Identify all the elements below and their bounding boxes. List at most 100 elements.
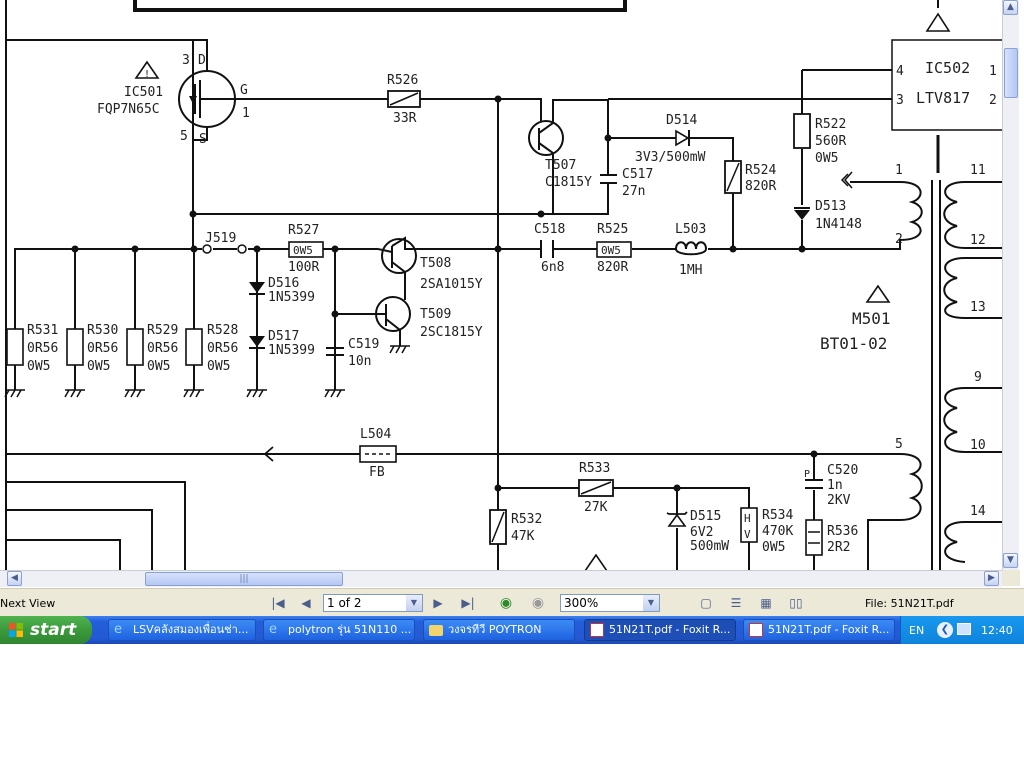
pin-label: G [240,83,248,98]
component-label: IC502 [925,59,970,77]
pin-label: 2 [989,93,997,108]
component-value: FQP7N65C [97,102,160,117]
component-label: R522 [815,117,846,132]
component-label: R527 [288,223,319,238]
component-label: R529 [147,323,178,338]
horizontal-scrollbar[interactable]: ◀ ||| ▶ [0,570,1002,587]
component-value: 470K [762,524,793,539]
component-body: P [804,469,810,480]
internet-explorer-icon: e [114,622,122,637]
component-label: T509 [420,307,451,322]
component-label: D514 [666,113,697,128]
document-viewport[interactable]: 3 D G 1 5 S ! IC501 FQP7N65C R526 33R T5… [0,0,1002,571]
previous-page-icon[interactable]: ◀ [301,596,311,610]
component-value: 820R [597,260,628,275]
component-label: R531 [27,323,58,338]
component-label: R526 [387,73,418,88]
component-label: R528 [207,323,238,338]
file-name-label: File: 51N21T.pdf [865,597,954,610]
language-indicator[interactable]: EN [909,624,925,637]
component-value: 0R56 [27,341,58,356]
foxit-reader-icon [590,623,604,637]
component-value: 1n [827,478,843,493]
page-number-field[interactable]: 1 of 2 ▼ [323,594,423,612]
component-label: J519 [205,231,236,246]
component-label: C518 [534,222,565,237]
component-value: 1N5399 [268,290,315,305]
component-value: 0W5 [147,359,170,374]
taskbar-item-ie-1[interactable]: e LSVคลังสมองเพื่อนช่า... [108,619,256,641]
single-page-icon[interactable]: ▢ [700,596,712,610]
chevron-down-icon[interactable]: ▼ [406,595,422,611]
component-value: 10n [348,354,371,369]
component-value: 0W5 [87,359,110,374]
component-value: 27K [584,500,608,515]
component-value: 0R56 [87,341,118,356]
component-label: R525 [597,222,628,237]
zoom-field[interactable]: 300% ▼ [560,594,660,612]
component-value: 0W5 [27,359,50,374]
pin-label: 2 [895,232,903,247]
start-label: start [30,620,77,640]
warning-icon [925,12,951,32]
next-page-icon[interactable]: ▶ [433,596,443,610]
component-value: 3V3/500mW [635,150,706,165]
zoom-value: 300% [564,596,599,610]
continuous-page-icon[interactable]: ☰ [730,596,742,610]
pin-label: D [198,53,206,68]
show-hidden-icons-icon[interactable]: ❮ [937,622,953,638]
windows-logo-icon [9,623,23,637]
component-value: BT01-02 [820,334,887,353]
continuous-facing-icon[interactable]: ▯▯ [789,596,803,610]
vertical-scroll-thumb[interactable] [1004,48,1018,98]
taskbar-item-foxit-2[interactable]: 51N21T.pdf - Foxit R... [743,619,895,641]
component-body: V [744,528,751,541]
chevron-down-icon[interactable]: ▼ [643,595,659,611]
component-label: R530 [87,323,118,338]
scroll-right-icon[interactable]: ▶ [984,571,999,586]
component-value: 6n8 [541,260,564,275]
component-label: D515 [690,509,721,524]
last-page-icon[interactable]: ▶| [461,596,475,610]
horizontal-scroll-thumb[interactable]: ||| [145,572,343,586]
component-value: 2KV [827,493,851,508]
component-value: 0R56 [207,341,238,356]
network-icon[interactable] [957,623,971,635]
facing-page-icon[interactable]: ▦ [760,596,772,610]
warning-mark: ! [144,69,150,80]
pin-label: 3 [896,93,904,108]
scrollbar-corner [1002,570,1020,586]
taskbar-item-label: 51N21T.pdf - Foxit R... [768,623,890,636]
component-body: 0W5 [293,244,313,257]
forward-view-icon[interactable]: ◉ [531,595,545,611]
component-label: R533 [579,461,610,476]
scroll-down-icon[interactable]: ▼ [1003,553,1018,568]
component-value: 100R [288,260,319,275]
pin-label: 9 [974,370,982,385]
scroll-left-icon[interactable]: ◀ [7,571,22,586]
scroll-grip: ||| [239,574,249,584]
taskbar-item-folder[interactable]: วงจรทีวี POYTRON [423,619,575,641]
back-view-icon[interactable]: ◉ [499,595,513,611]
component-label: T507 [545,158,576,173]
warning-icon [865,284,891,303]
circuit-schematic: 3 D G 1 5 S ! IC501 FQP7N65C R526 33R T5… [4,0,1002,571]
pin-label: 1 [989,64,997,79]
component-label: D517 [268,329,299,344]
taskbar-item-label: วงจรทีวี POYTRON [448,623,542,636]
component-label: C517 [622,167,653,182]
taskbar-item-ie-2[interactable]: e polytron รุ่น 51N110 ... [263,619,415,641]
first-page-icon[interactable]: |◀ [271,596,285,610]
vertical-scrollbar[interactable]: ▲ ▼ [1002,0,1019,571]
start-button[interactable]: start [0,616,92,644]
component-label: R536 [827,524,858,539]
scroll-up-icon[interactable]: ▲ [1003,0,1018,15]
component-value: 33R [393,111,417,126]
pin-label: 4 [896,64,904,79]
pin-label: 1 [895,163,903,178]
internet-explorer-icon: e [269,622,277,637]
taskbar-item-foxit-1[interactable]: 51N21T.pdf - Foxit R... [584,619,736,641]
system-tray: EN ❮ 12:40 [900,616,1024,644]
warning-icon [584,553,608,571]
component-label: M501 [852,309,891,328]
